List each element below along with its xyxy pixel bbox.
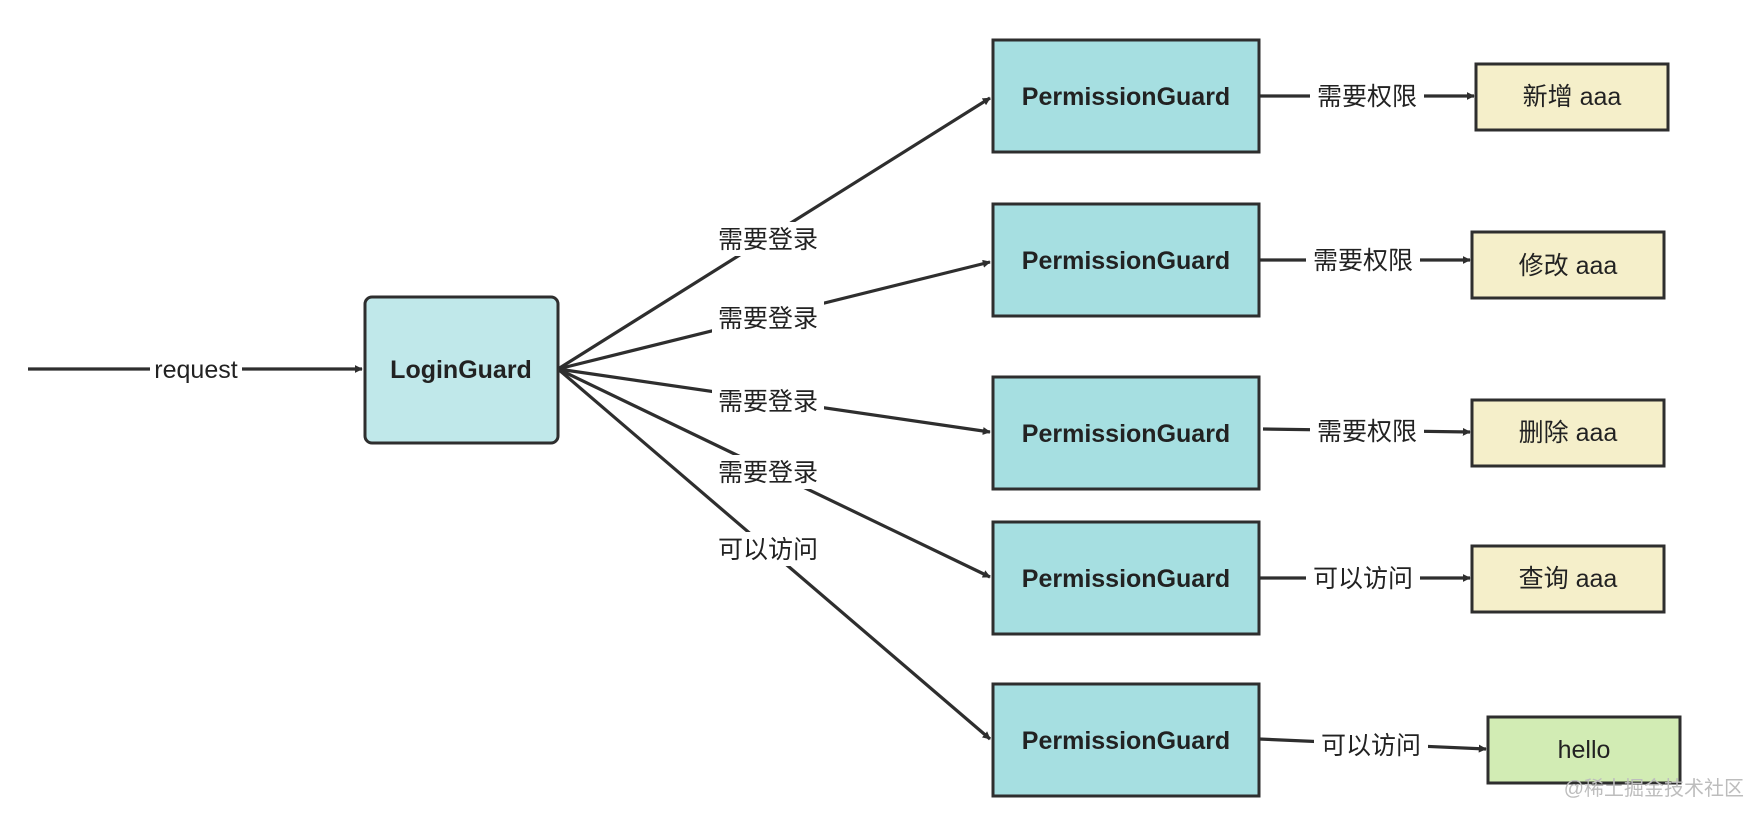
target-label-query: 查询 aaa — [1519, 565, 1618, 593]
guard-2-in-label: 需要登录 — [718, 305, 818, 333]
login-guard-node: LoginGuard — [363, 295, 560, 445]
request-label: request — [154, 356, 237, 384]
target-label-hello: hello — [1558, 736, 1611, 764]
permission-guard-label-5: PermissionGuard — [1022, 727, 1230, 755]
login-guard-label: LoginGuard — [390, 356, 532, 384]
watermark-text: @稀土掘金技术社区 — [1564, 777, 1744, 800]
permission-guard-node-2: PermissionGuard — [991, 202, 1261, 318]
target-label-update: 修改 aaa — [1519, 252, 1618, 280]
guard-4-out-label: 可以访问 — [1313, 565, 1413, 593]
guard-5-out-label: 可以访问 — [1321, 732, 1421, 760]
guard-4-in-label: 需要登录 — [718, 459, 818, 487]
target-node-delete: 删除 aaa — [1470, 398, 1666, 468]
permission-guard-label-3: PermissionGuard — [1022, 420, 1230, 448]
target-node-query: 查询 aaa — [1470, 544, 1666, 614]
target-node-update: 修改 aaa — [1470, 230, 1666, 300]
guard-2-out-label: 需要权限 — [1313, 247, 1413, 275]
guard-5-in-label: 可以访问 — [718, 536, 818, 564]
target-label-delete: 删除 aaa — [1519, 419, 1618, 447]
guard-3-in-label: 需要登录 — [718, 388, 818, 416]
permission-guard-label-1: PermissionGuard — [1022, 83, 1230, 111]
target-node-hello: hello — [1486, 715, 1682, 785]
permission-guard-node-4: PermissionGuard — [991, 520, 1261, 636]
guard-1-in-label: 需要登录 — [718, 226, 818, 254]
permission-guard-label-2: PermissionGuard — [1022, 247, 1230, 275]
guard-3-out-label: 需要权限 — [1317, 418, 1417, 446]
permission-guard-node-1: PermissionGuard — [991, 38, 1261, 154]
target-label-create: 新增 aaa — [1523, 83, 1622, 111]
permission-guard-node-3: PermissionGuard — [991, 375, 1261, 491]
permission-guard-node-5: PermissionGuard — [991, 682, 1261, 798]
permission-guard-label-4: PermissionGuard — [1022, 565, 1230, 593]
guard-1-out-label: 需要权限 — [1317, 83, 1417, 111]
target-node-create: 新增 aaa — [1474, 62, 1670, 132]
